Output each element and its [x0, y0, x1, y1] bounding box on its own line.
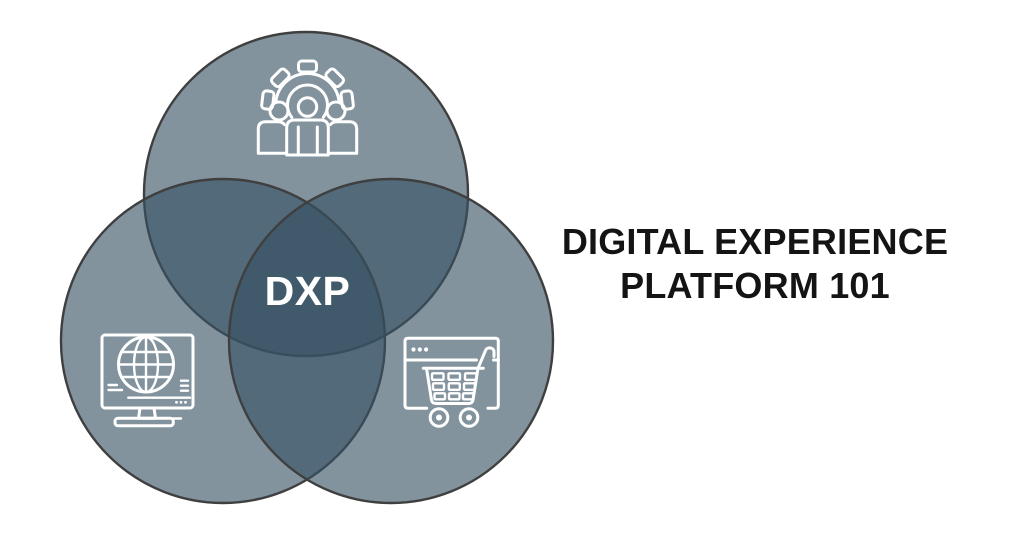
shopping-cart-icon: [403, 336, 500, 428]
monitor-globe-icon: [100, 333, 195, 428]
page-title-line1: DIGITAL EXPERIENCE: [561, 221, 949, 262]
venn-circle-bottom-right: [227, 177, 555, 505]
page-title: DIGITAL EXPERIENCE PLATFORM 101: [540, 220, 970, 308]
venn-center-label: DXP: [264, 268, 351, 314]
page-title-line2: PLATFORM 101: [620, 265, 890, 306]
team-gear-icon: [256, 59, 359, 157]
